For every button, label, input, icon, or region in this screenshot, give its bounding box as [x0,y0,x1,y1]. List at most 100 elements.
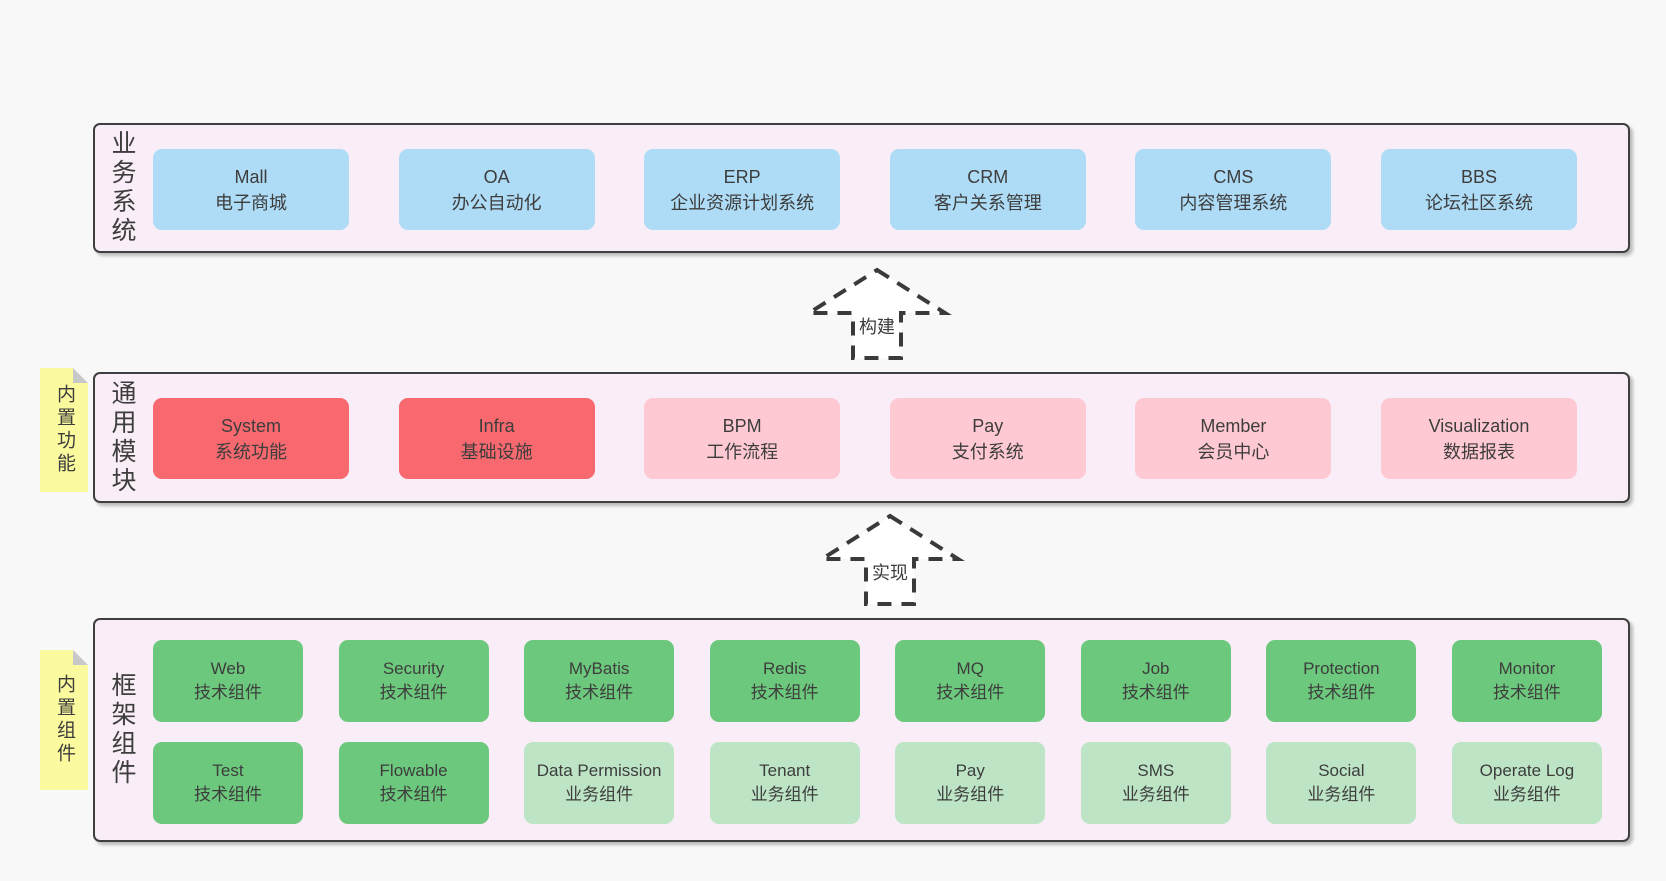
box-en-label: CMS [1213,166,1254,187]
business-systems-row: Mall 电子商城 OA 办公自动化 ERP 企业资源计划系统 CRM 客户关系… [153,149,1577,230]
box-zh-label: 技术组件 [1492,683,1561,702]
box-en-label: OA [483,166,510,187]
box-en-label: System [220,415,281,436]
sticky-note-built-in-features: 内置功能 [40,368,88,492]
box-operate-log: Operate Log 业务组件 [1451,742,1602,824]
box-job: Job 技术组件 [1080,640,1231,722]
box-en-label: Flowable [379,761,448,780]
box-zh-label: 业务组件 [1121,785,1190,804]
box-zh-label: 技术组件 [379,683,448,702]
box-en-label: Test [212,761,244,780]
box-en-label: Redis [762,659,807,678]
box-mq: MQ 技术组件 [895,640,1046,722]
box-system: System 系统功能 [153,398,349,479]
box-en-label: MyBatis [568,659,630,678]
arrow-label: 构建 [859,317,895,337]
box-mybatis: MyBatis 技术组件 [524,640,675,722]
box-erp: ERP 企业资源计划系统 [644,149,841,230]
up-arrow-icon [802,267,952,360]
box-en-label: Visualization [1428,415,1530,436]
tech-components-row: Web 技术组件 Security 技术组件 MyBatis 技术组件 Redi… [153,640,1602,722]
dashed-up-arrow-implement: 实现 [815,512,965,608]
box-zh-label: 办公自动化 [451,192,542,213]
box-zh-label: 技术组件 [936,683,1005,702]
dashed-up-arrow-build: 构建 [802,266,952,362]
up-arrow-icon [815,513,965,606]
box-security: Security 技术组件 [338,640,489,722]
box-en-label: ERP [723,166,761,187]
box-en-label: Pay [972,415,1004,436]
box-zh-label: 系统功能 [215,441,287,462]
band-label: 框架组件 [108,672,136,788]
box-zh-label: 技术组件 [1307,683,1376,702]
box-en-label: Job [1142,659,1170,678]
box-zh-label: 业务组件 [1492,785,1561,804]
box-monitor: Monitor 技术组件 [1451,640,1602,722]
box-zh-label: 客户关系管理 [933,192,1042,213]
box-en-label: Monitor [1498,659,1556,678]
box-data-permission: Data Permission 业务组件 [524,742,675,824]
box-bbs: BBS 论坛社区系统 [1380,149,1577,230]
box-en-label: Pay [955,761,985,780]
box-zh-label: 技术组件 [1121,683,1190,702]
band-common-modules: 通用模块 System 系统功能 Infra 基础设施 BPM 工作流程 Pay… [93,372,1630,503]
sticky-note-built-in-components: 内置组件 [40,650,88,790]
box-tenant: Tenant 业务组件 [709,742,860,824]
band-business-systems: 业务系统 Mall 电子商城 OA 办公自动化 ERP 企业资源计划系统 CRM… [93,123,1630,253]
box-en-label: MQ [956,659,984,678]
box-en-label: Web [210,659,246,678]
biz-components-row: Test 技术组件 Flowable 技术组件 Data Permission … [153,742,1602,824]
box-crm: CRM 客户关系管理 [889,149,1086,230]
box-zh-label: 业务组件 [565,785,634,804]
box-pay: Pay 支付系统 [889,398,1086,479]
box-en-label: SMS [1137,761,1175,780]
sticky-note-label: 内置功能 [54,384,75,476]
box-zh-label: 会员中心 [1197,441,1270,462]
box-bpm: BPM 工作流程 [644,398,841,479]
box-zh-label: 业务组件 [936,785,1005,804]
box-zh-label: 技术组件 [194,683,262,702]
box-zh-label: 技术组件 [750,683,819,702]
band-label: 业务系统 [108,130,136,246]
box-visualization: Visualization 数据报表 [1380,398,1577,479]
box-test: Test 技术组件 [153,742,303,824]
box-zh-label: 支付系统 [951,441,1024,462]
box-infra: Infra 基础设施 [398,398,595,479]
box-cms: CMS 内容管理系统 [1135,149,1332,230]
box-zh-label: 业务组件 [1307,785,1376,804]
box-en-label: Operate Log [1479,761,1575,780]
box-zh-label: 基础设施 [460,441,533,462]
box-zh-label: 技术组件 [194,785,262,804]
band-framework-components: 框架组件 Web 技术组件 Security 技术组件 MyBatis 技术组件… [93,618,1630,842]
box-zh-label: 技术组件 [379,785,448,804]
common-modules-row: System 系统功能 Infra 基础设施 BPM 工作流程 Pay 支付系统… [153,398,1577,479]
box-zh-label: 工作流程 [706,441,779,462]
box-en-label: Member [1200,415,1267,436]
band-label: 通用模块 [108,379,136,496]
box-en-label: BPM [722,415,762,436]
box-sms: SMS 业务组件 [1080,742,1231,824]
box-en-label: Mall [234,166,268,187]
box-redis: Redis 技术组件 [709,640,860,722]
box-zh-label: 电子商城 [215,192,287,213]
box-web: Web 技术组件 [153,640,303,722]
box-pay-biz: Pay 业务组件 [895,742,1046,824]
box-oa: OA 办公自动化 [398,149,595,230]
box-en-label: Tenant [759,761,811,780]
box-zh-label: 论坛社区系统 [1424,192,1533,213]
box-flowable: Flowable 技术组件 [338,742,489,824]
box-zh-label: 数据报表 [1442,441,1515,462]
box-en-label: Security [382,659,445,678]
box-protection: Protection 技术组件 [1266,640,1417,722]
box-zh-label: 业务组件 [750,785,819,804]
arrow-label: 实现 [872,563,908,583]
box-zh-label: 内容管理系统 [1179,192,1288,213]
box-en-label: Protection [1303,659,1380,678]
box-en-label: Infra [478,415,515,436]
box-mall: Mall 电子商城 [153,149,349,230]
box-en-label: Data Permission [536,761,662,780]
box-en-label: BBS [1460,166,1497,187]
box-zh-label: 企业资源计划系统 [670,192,815,213]
box-social: Social 业务组件 [1266,742,1417,824]
